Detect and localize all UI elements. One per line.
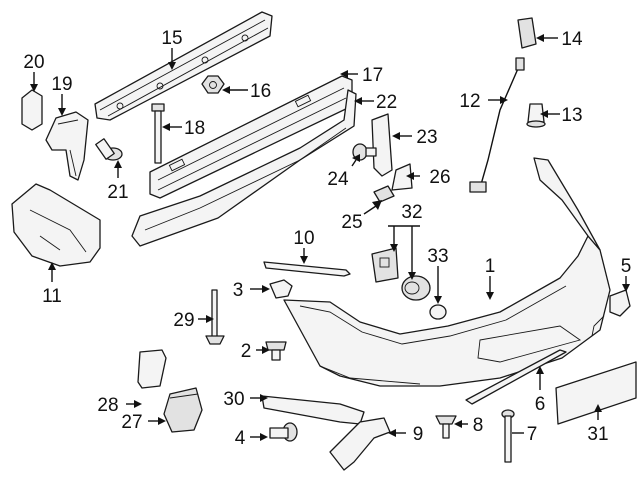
part-13-grommet [526, 103, 546, 128]
callout-3: 3 [233, 280, 244, 301]
part-7-push-pin [501, 409, 515, 463]
callout-24: 24 [327, 169, 349, 190]
part-23-bracket [371, 113, 393, 177]
part-12-cable [469, 57, 525, 193]
part-8-screw [435, 415, 457, 439]
callout-16: 16 [250, 81, 271, 102]
callout-6: 6 [535, 394, 546, 415]
part-2-screw [265, 341, 287, 361]
callout-2: 2 [241, 341, 252, 362]
callout-25: 25 [341, 212, 362, 233]
part-14-connector [517, 17, 537, 49]
part-10-trim-strip [263, 261, 351, 277]
part-25-clip [373, 185, 395, 203]
part-4-clip [269, 422, 298, 442]
callout-labels: 15 16 17 18 22 20 19 21 11 10 3 29 2 1 5… [23, 28, 631, 449]
part-32-sensor-bracket [371, 247, 399, 283]
part-5-bracket [591, 289, 631, 337]
callout-26: 26 [429, 167, 450, 188]
callout-32: 32 [401, 202, 422, 223]
part-21-bolt [95, 138, 123, 161]
callout-21: 21 [107, 182, 128, 203]
callout-5: 5 [621, 256, 632, 277]
part-29-push-pin [205, 289, 225, 345]
callout-14: 14 [561, 29, 583, 50]
part-26-bracket [391, 163, 413, 191]
callout-8: 8 [473, 415, 484, 436]
callout-20: 20 [23, 52, 44, 73]
callout-9: 9 [413, 424, 424, 445]
callout-7: 7 [527, 424, 538, 445]
part-11-side-bracket [11, 183, 101, 267]
part-22-absorber [131, 89, 357, 247]
part-18-bolt [151, 103, 165, 164]
leader-lines [30, 34, 630, 441]
callout-15: 15 [161, 28, 182, 49]
part-1-bumper-cover [283, 157, 611, 387]
callout-13: 13 [561, 105, 582, 126]
part-15-reinforcement-bracket [94, 11, 273, 121]
callout-19: 19 [51, 74, 72, 95]
callout-4: 4 [235, 428, 246, 449]
callout-12: 12 [459, 91, 480, 112]
callout-30: 30 [223, 389, 244, 410]
part-20-gasket [21, 89, 43, 131]
part-33-parking-sensor [401, 275, 447, 320]
callout-28: 28 [97, 395, 118, 416]
part-28-cap [137, 349, 167, 389]
callout-18: 18 [184, 118, 205, 139]
callout-31: 31 [587, 424, 608, 445]
part-17-bumper-beam [149, 75, 353, 199]
part-27-block [163, 387, 203, 433]
part-9-bracket [329, 417, 391, 471]
part-16-nut [201, 75, 225, 94]
callout-1: 1 [485, 256, 496, 277]
callout-22: 22 [376, 92, 397, 113]
part-6-trim-strip [465, 349, 567, 405]
callout-17: 17 [362, 65, 383, 86]
part-31-license-plate [555, 361, 637, 425]
part-30-reflector [261, 395, 365, 425]
callout-11: 11 [42, 286, 62, 307]
callout-29: 29 [173, 310, 194, 331]
callout-10: 10 [293, 228, 314, 249]
part-19-bracket [45, 111, 89, 181]
part-3-bracket [269, 279, 293, 299]
callout-33: 33 [427, 246, 448, 267]
callout-27: 27 [121, 412, 142, 433]
callout-23: 23 [416, 127, 437, 148]
